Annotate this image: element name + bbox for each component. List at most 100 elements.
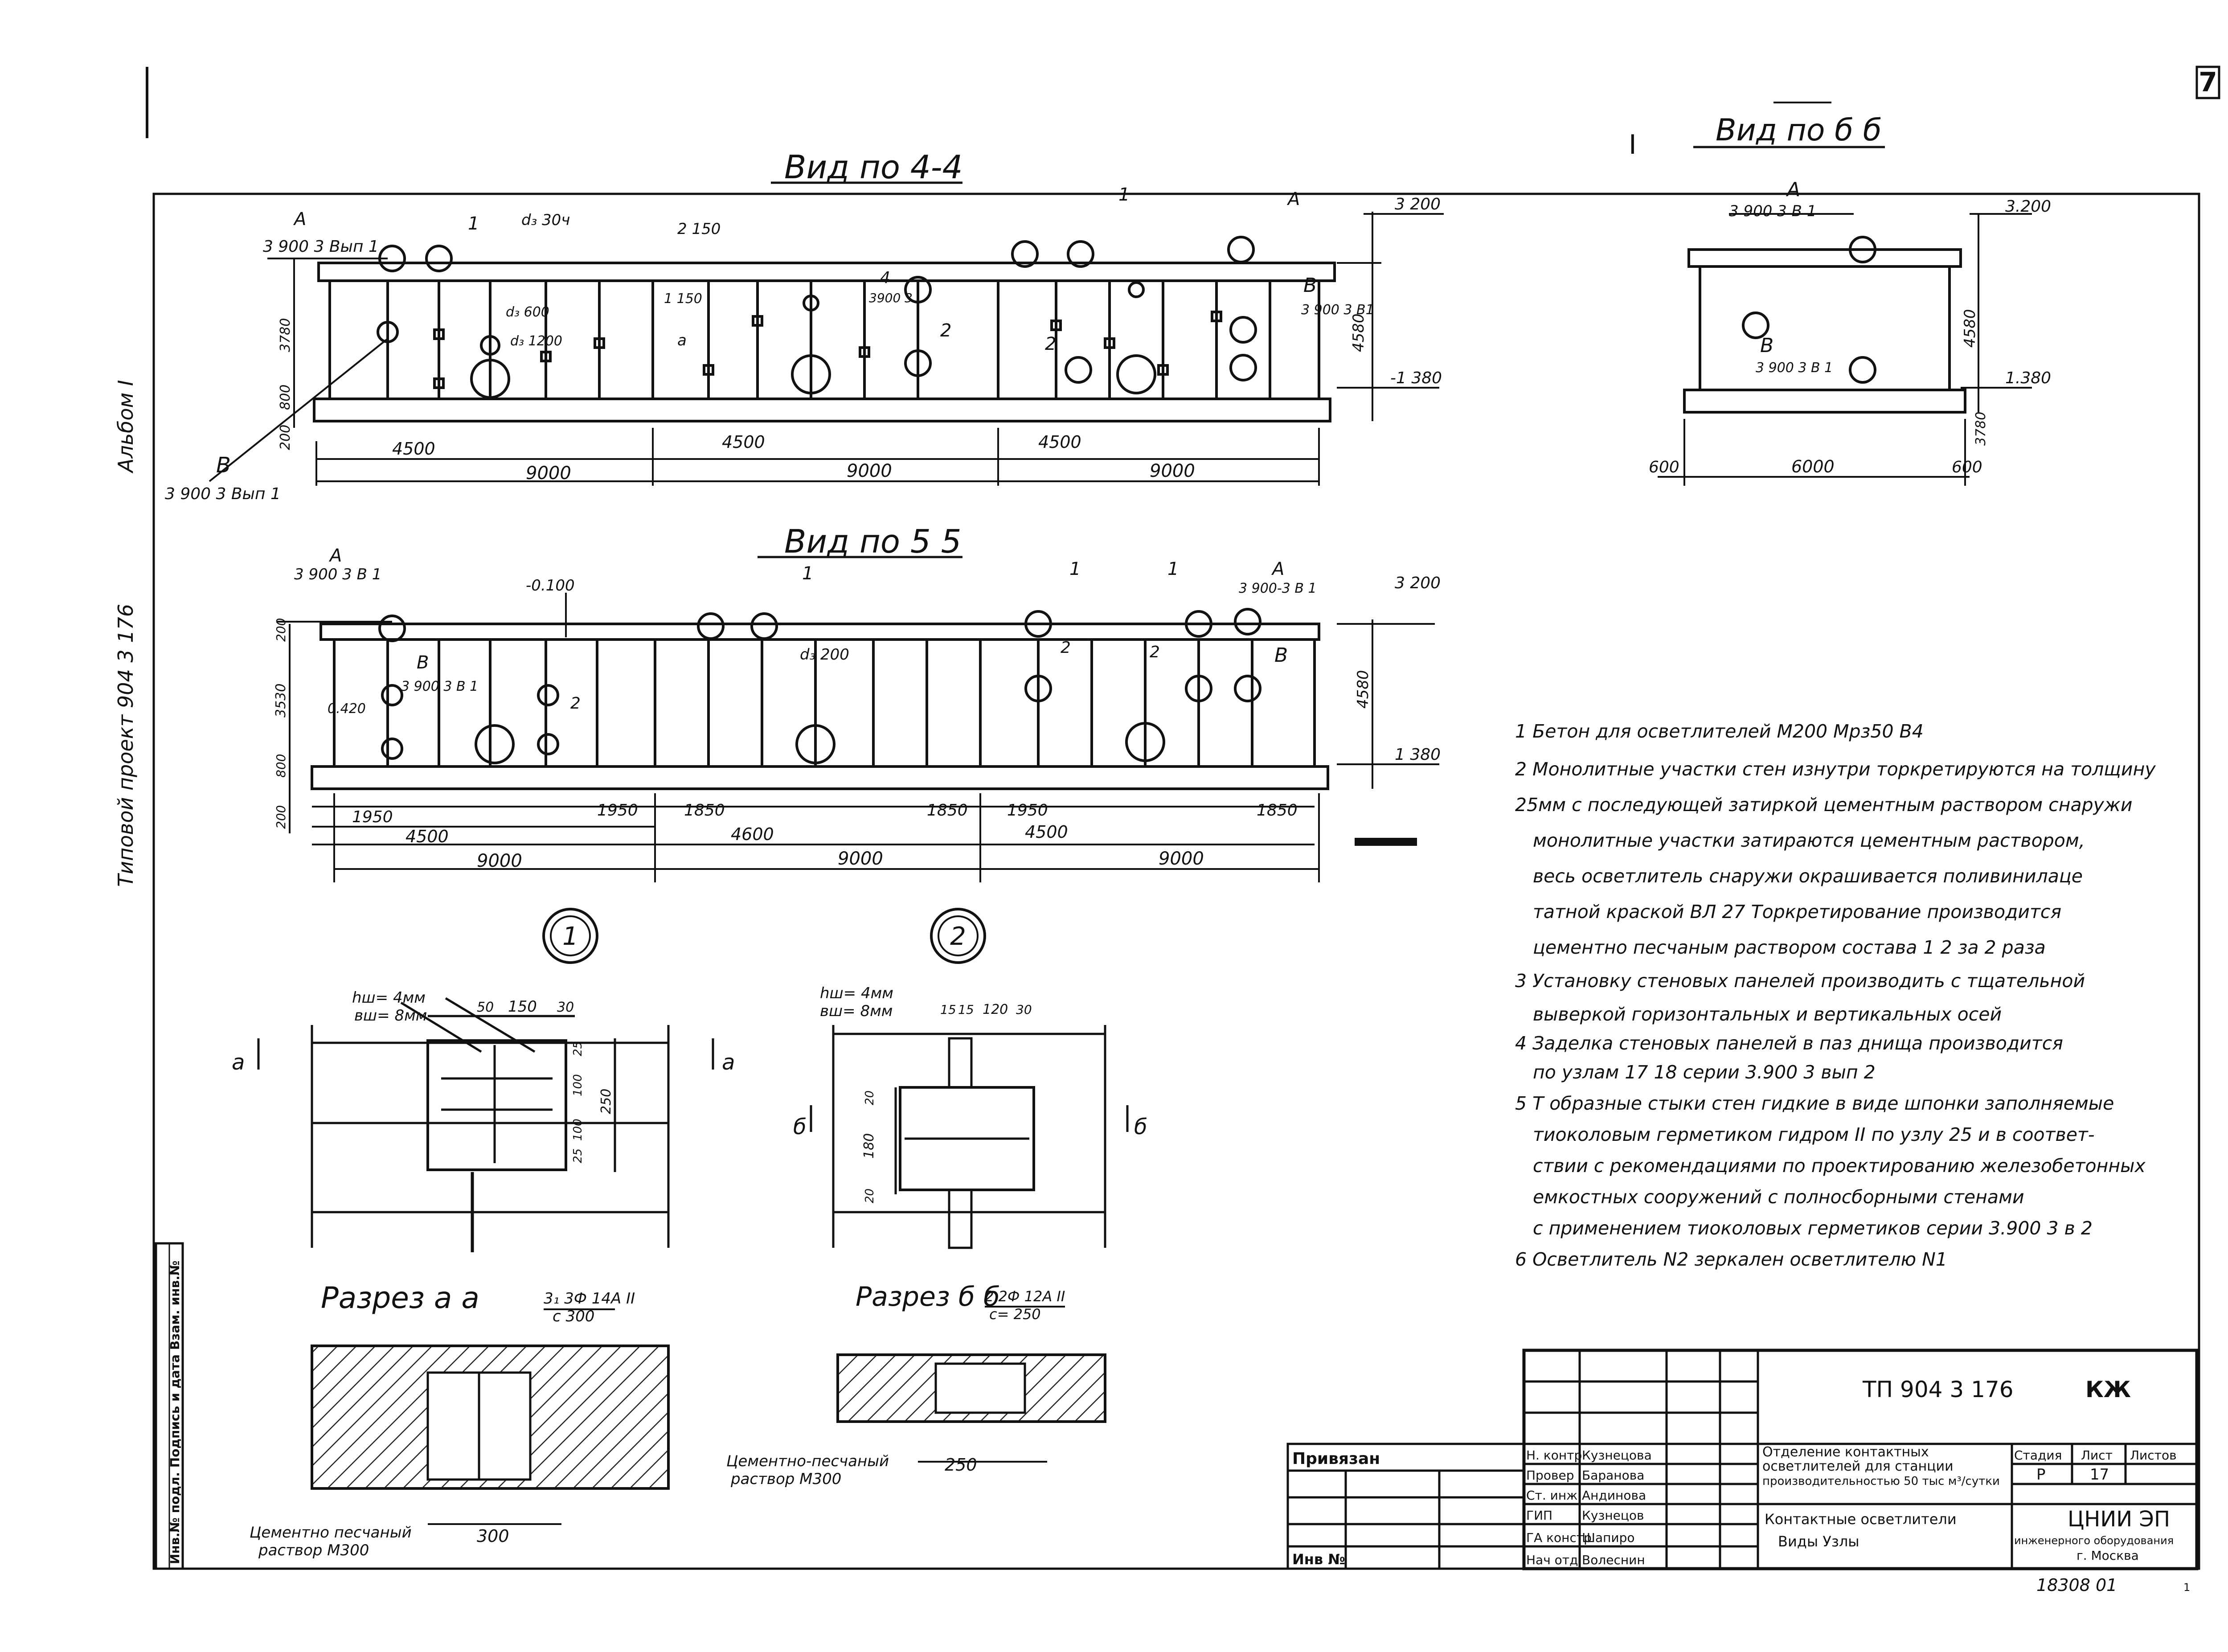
note-line: 1 Бетон для осветлителей М200 Мрз50 В4 xyxy=(1515,721,1924,742)
title-object: осветлителей для станции xyxy=(1762,1459,1954,1474)
v44-label-a: а xyxy=(677,332,687,349)
node-2-dim-left-0: 20 xyxy=(863,1090,876,1105)
title-role: ГА констр xyxy=(1526,1530,1592,1545)
node-2-dim-left-2: 20 xyxy=(863,1189,876,1203)
v55-dim-1950-2: 1950 xyxy=(597,801,638,820)
node-2-dim-top-3: 30 xyxy=(1016,1002,1032,1017)
v44-label-2b: 2 xyxy=(1045,334,1056,354)
v44-label-4: 4 xyxy=(880,269,890,287)
view-5-5: Вид по 5 5 А 3 90 xyxy=(273,523,1441,882)
v55-ref-b: 3 900 3 В 1 xyxy=(401,679,478,694)
v44-dim-9000-1: 9000 xyxy=(526,463,571,484)
v55-ref-a: 3 900 3 В 1 xyxy=(294,566,381,583)
view-5-5-elevation xyxy=(276,593,1439,882)
bottom-code: 18308 01 xyxy=(2036,1575,2117,1595)
v44-ref-b-right: 3 900 3 В1 xyxy=(1301,302,1374,318)
title-inv: Инв № xyxy=(1292,1551,1345,1568)
note-line: цементно песчаным раствором состава 1 2 … xyxy=(1533,937,2046,958)
v44-mark-b-right: В xyxy=(1303,274,1317,297)
section-b-title: Разрез б б xyxy=(856,1281,1000,1312)
note-line: выверкой горизонтальных и вертикальных о… xyxy=(1533,1004,2002,1025)
view-4-4-title: Вид по 4-4 xyxy=(784,148,962,186)
node-2-dim-top-0: 15 xyxy=(940,1002,956,1017)
node-1-dim-top-1: 150 xyxy=(508,998,537,1016)
node-2-cut-right: б xyxy=(1134,1115,1147,1140)
v44-label-1r: 1 xyxy=(1118,184,1130,205)
node-1-mortar2: раствор М300 xyxy=(258,1541,369,1559)
node-2-rebar: 2 2Ф 12А II xyxy=(985,1288,1065,1305)
note-line: татной краской ВЛ 27 Торкретирование про… xyxy=(1533,901,2061,922)
v55-label-1c: 1 xyxy=(1167,559,1179,579)
title-role: Нач отд xyxy=(1526,1553,1578,1567)
node-2-cut-left: б xyxy=(793,1115,807,1140)
note-line: по узлам 17 18 серии 3.900 3 вып 2 xyxy=(1533,1062,1876,1083)
view-4-4-elevation xyxy=(209,212,1444,486)
v66-inner: 3780 xyxy=(1973,412,1989,446)
title-sheet-title: Контактные осветлители xyxy=(1765,1511,1957,1528)
v55-label-2a: 2 xyxy=(570,694,581,713)
node-2-weld: hш= 4мм xyxy=(820,984,893,1002)
note-line: монолитные участки затираются цементным … xyxy=(1533,830,2085,851)
v44-dim-9000-2: 9000 xyxy=(847,461,892,481)
v55-dim-1950-3: 1850 xyxy=(684,801,725,820)
v44-mark-a-right: А xyxy=(1286,189,1300,209)
title-name: Кузнецов xyxy=(1582,1508,1644,1523)
v55-label-1b: 1 xyxy=(1069,559,1081,579)
v55-elev-bot: 1 380 xyxy=(1395,746,1441,764)
title-role: Н. контр xyxy=(1526,1448,1582,1463)
node-1-dim-bot: 300 xyxy=(477,1526,509,1546)
node-2-mortar: Цементно-песчаный xyxy=(726,1452,889,1470)
v55-dim-4500-2: 4600 xyxy=(731,824,774,844)
title-block: ТП 904 3 176 КЖ Привязан Инв № Н. контр … xyxy=(1286,1349,2199,1595)
title-sheet-header: Лист xyxy=(2081,1448,2113,1463)
note-line: весь осветлитель снаружи окрашивается по… xyxy=(1533,865,2083,887)
node-2-dim-left-1: 180 xyxy=(861,1133,877,1159)
v55-dim-1950-4: 1850 xyxy=(927,801,968,820)
node-1-dim-right-3: 25 xyxy=(571,1148,585,1163)
title-doc-code: ТП 904 3 176 xyxy=(1862,1377,2014,1402)
v55-label-2b: 2 xyxy=(1061,639,1071,657)
v55-label-0100: -0.100 xyxy=(526,577,575,594)
v55-dim-1950-6: 1850 xyxy=(1257,801,1298,820)
v44-label-1150: 1 150 xyxy=(664,291,702,307)
v55-dim-4500-1: 4500 xyxy=(405,827,449,846)
v66-mark-a: А xyxy=(1786,178,1800,201)
title-org: ЦНИИ ЭП xyxy=(2068,1507,2170,1532)
node-1-weld2: вш= 8мм xyxy=(354,1007,427,1025)
page-number: 7 xyxy=(2199,67,2217,98)
v44-ref-4: 3900 3 xyxy=(869,291,913,305)
v44-ref-b: 3 900 3 Вып 1 xyxy=(165,485,281,503)
v66-ref-a: 3 900 3 В 1 xyxy=(1729,202,1816,220)
v44-label-d1200: d₃ 1200 xyxy=(510,333,562,349)
node-2-number: 2 xyxy=(950,922,966,951)
note-line: 4 Заделка стеновых панелей в паз днища п… xyxy=(1515,1033,2063,1054)
node-1-mortar: Цементно песчаный xyxy=(250,1524,412,1541)
title-role: Ст. инж xyxy=(1526,1488,1577,1503)
title-privyazan: Привязан xyxy=(1292,1450,1380,1468)
title-object: Отделение контактных xyxy=(1762,1444,1929,1460)
v55-dim-9000-1: 9000 xyxy=(477,851,522,871)
title-object: производительностью 50 тыс м³/сутки xyxy=(1762,1475,2000,1488)
v44-dim-4500-3: 4500 xyxy=(1038,432,1081,452)
v55-mark-a-right: А xyxy=(1271,559,1284,579)
v55-height: 4580 xyxy=(1354,670,1372,709)
node-1-cut-right: а xyxy=(722,1050,735,1075)
title-name: Баранова xyxy=(1582,1468,1644,1483)
v55-elev-top: 3 200 xyxy=(1395,574,1441,592)
v55-left-dim-0: 200 xyxy=(274,618,288,642)
v44-dim-4500-1: 4500 xyxy=(392,439,435,459)
v44-dim-9000-3: 9000 xyxy=(1150,461,1195,481)
view-6-6-title: Вид по б б xyxy=(1716,113,1882,148)
view-6-6: I Вид по б б А 3 900 3 В 1 В 3 900 3 В 1… xyxy=(1629,102,2051,486)
title-name: Кузнецова xyxy=(1582,1448,1652,1463)
view-6-6-elevation xyxy=(1658,213,2032,486)
v55-ref-a-right: 3 900-3 В 1 xyxy=(1239,581,1317,596)
title-role: Провер xyxy=(1526,1468,1574,1483)
v66-ref-b: 3 900 3 В 1 xyxy=(1756,360,1833,376)
title-sheets-header: Листов xyxy=(2130,1448,2177,1463)
view-4-4: Вид по 4-4 xyxy=(165,148,1444,503)
v44-label-2a: 2 xyxy=(940,320,951,341)
node-2: 2 hш= 4мм вш= 8мм 15 15 120 30 20 180 20… xyxy=(726,908,1147,1488)
note-line: 5 Т образные стыки стен гидкие в виде шп… xyxy=(1515,1093,2114,1114)
v66-mark: I xyxy=(1629,129,1637,160)
